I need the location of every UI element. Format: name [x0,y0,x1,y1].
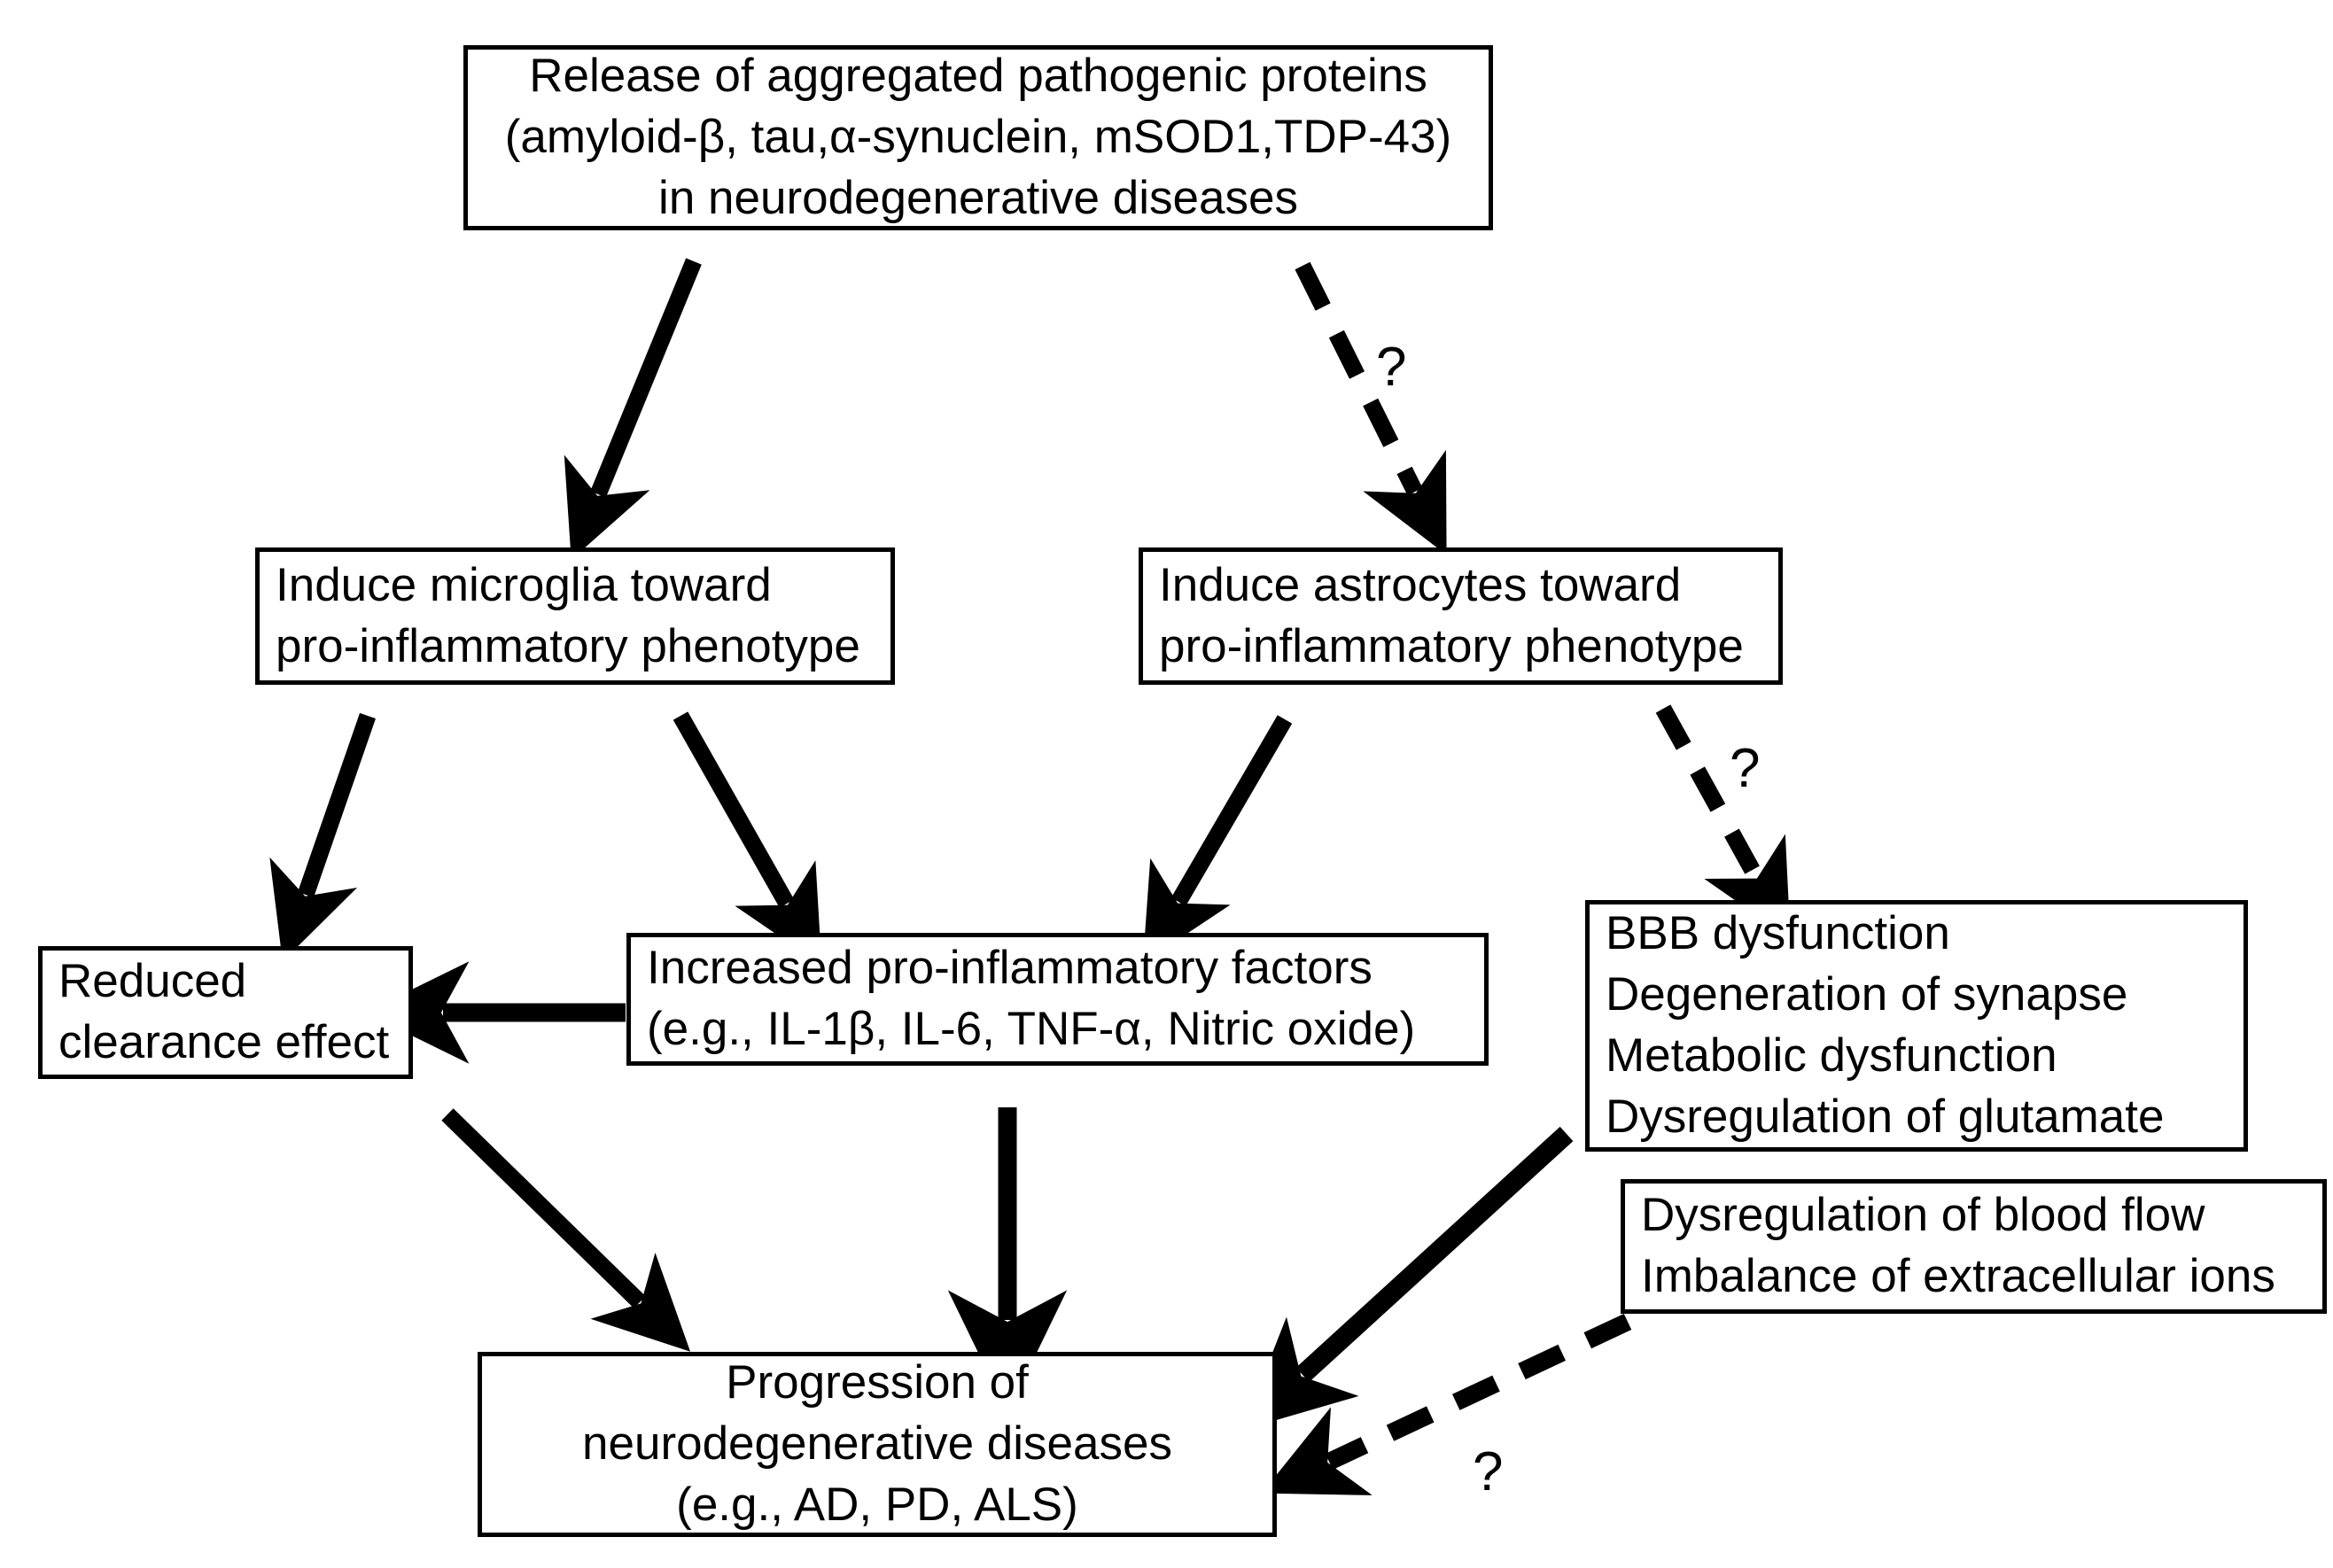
node-progression-line-2: neurodegenerative diseases [582,1417,1172,1471]
node-induce-microglia: Induce microglia toward pro-inflammatory… [255,547,895,685]
node-bbb-line-1: BBB dysfunction [1606,907,1950,960]
arrow-release-to-microglia [564,258,702,560]
node-reduced-line-2: clearance effect [58,1016,390,1068]
node-bbb-dysfunction-list: BBB dysfunction Degeneration of synapse … [1585,900,2248,1152]
node-release-line-2: (amyloid-β, tau,α-synuclein, mSOD1,TDP-4… [504,111,1452,164]
arrow-bloodflow-to-progression [1261,1313,1632,1495]
node-reduced-line-1: Reduced [58,955,247,1008]
arrow-microglia-to-reduced [269,712,376,962]
node-increased-pro-inflammatory-factors: Increased pro-inflammatory factors (e.g.… [626,933,1489,1066]
node-bbb-line-4: Dysregulation of glutamate [1606,1090,2165,1143]
arrow-reduced-to-progression [441,1108,691,1352]
question-mark-release-astrocytes: ? [1376,337,1406,398]
node-release-of-aggregated-pathogenic-proteins: Release of aggregated pathogenic protein… [463,45,1493,230]
node-bloodflow-line-2: Imbalance of extracellular ions [1641,1250,2275,1302]
node-bloodflow-line-1: Dysregulation of blood flow [1641,1189,2205,1242]
node-microglia-line-1: Induce microglia toward [276,558,772,611]
node-astrocytes-line-2: pro-inflammatory phenotype [1159,619,1744,672]
node-release-line-1: Release of aggregated pathogenic protein… [529,50,1427,103]
arrow-bbb-to-progression [1241,1126,1574,1431]
question-mark-astrocytes-bbb: ? [1730,738,1760,799]
node-astrocytes-line-1: Induce astrocytes toward [1159,558,1682,611]
arrow-astrocytes-to-factors [1142,715,1293,963]
node-dysregulation-of-blood-flow-list: Dysregulation of blood flow Imbalance of… [1621,1179,2327,1314]
node-induce-astrocytes: Induce astrocytes toward pro-inflammator… [1139,547,1783,685]
node-factors-line-2: (e.g., IL-1β, IL-6, TNF-α, Nitric oxide) [647,1003,1416,1055]
node-microglia-line-2: pro-inflammatory phenotype [276,619,860,672]
node-progression-of-neurodegenerative-diseases: Progression of neurodegenerative disease… [478,1352,1277,1537]
node-progression-line-1: Progression of [726,1356,1029,1409]
node-release-line-3: in neurodegenerative diseases [658,171,1298,224]
node-bbb-line-3: Metabolic dysfunction [1606,1029,2057,1082]
arrow-release-to-astrocytes [1295,261,1447,555]
question-mark-bloodflow-progression: ? [1473,1441,1503,1502]
node-bbb-line-2: Degeneration of synapse [1606,968,2128,1021]
arrow-astrocytes-to-bbb [1655,704,1791,939]
node-factors-line-1: Increased pro-inflammatory factors [647,942,1373,995]
node-progression-line-3: (e.g., AD, PD, ALS) [676,1478,1078,1531]
node-reduced-clearance-effect: Reduced clearance effect [38,946,413,1079]
arrow-microglia-to-factors [673,711,822,966]
